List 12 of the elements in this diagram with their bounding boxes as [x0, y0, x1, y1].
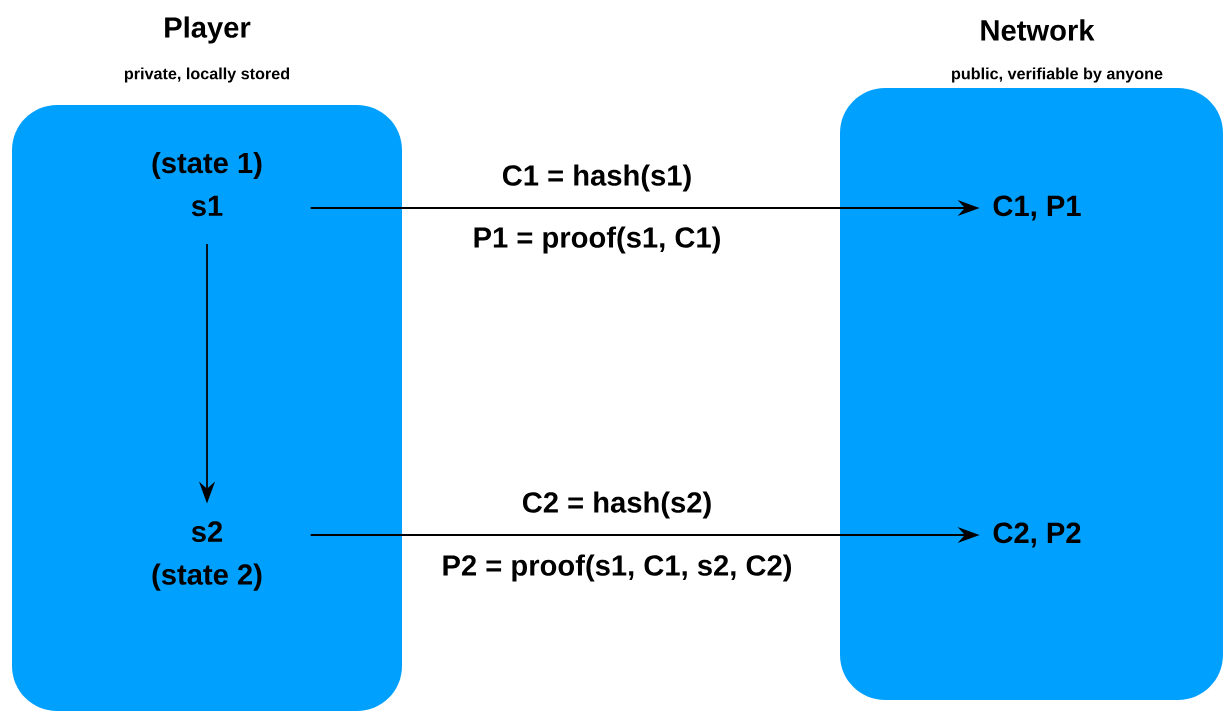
node-text: C1, P1	[993, 195, 1081, 221]
panel-heading: Player	[165, 16, 251, 44]
formula-label: P2 = proof(s1, C1, s2, C2)	[438, 550, 796, 586]
panel-subtitle: public, verifiable by anyone	[952, 67, 1163, 83]
panel-subtitle: private, locally stored	[124, 67, 290, 83]
node-text: (state 1) s1	[152, 151, 262, 217]
panel-heading: Network	[981, 19, 1095, 41]
edge-label: C2 = hash(s2)	[518, 487, 716, 523]
node-text: s2 (state 2)	[152, 521, 262, 591]
formula-label: P1 = proof(s1, C1)	[469, 222, 725, 258]
edge-label: C1 = hash(s1)	[498, 160, 696, 196]
node-text: C2, P2	[993, 522, 1081, 548]
